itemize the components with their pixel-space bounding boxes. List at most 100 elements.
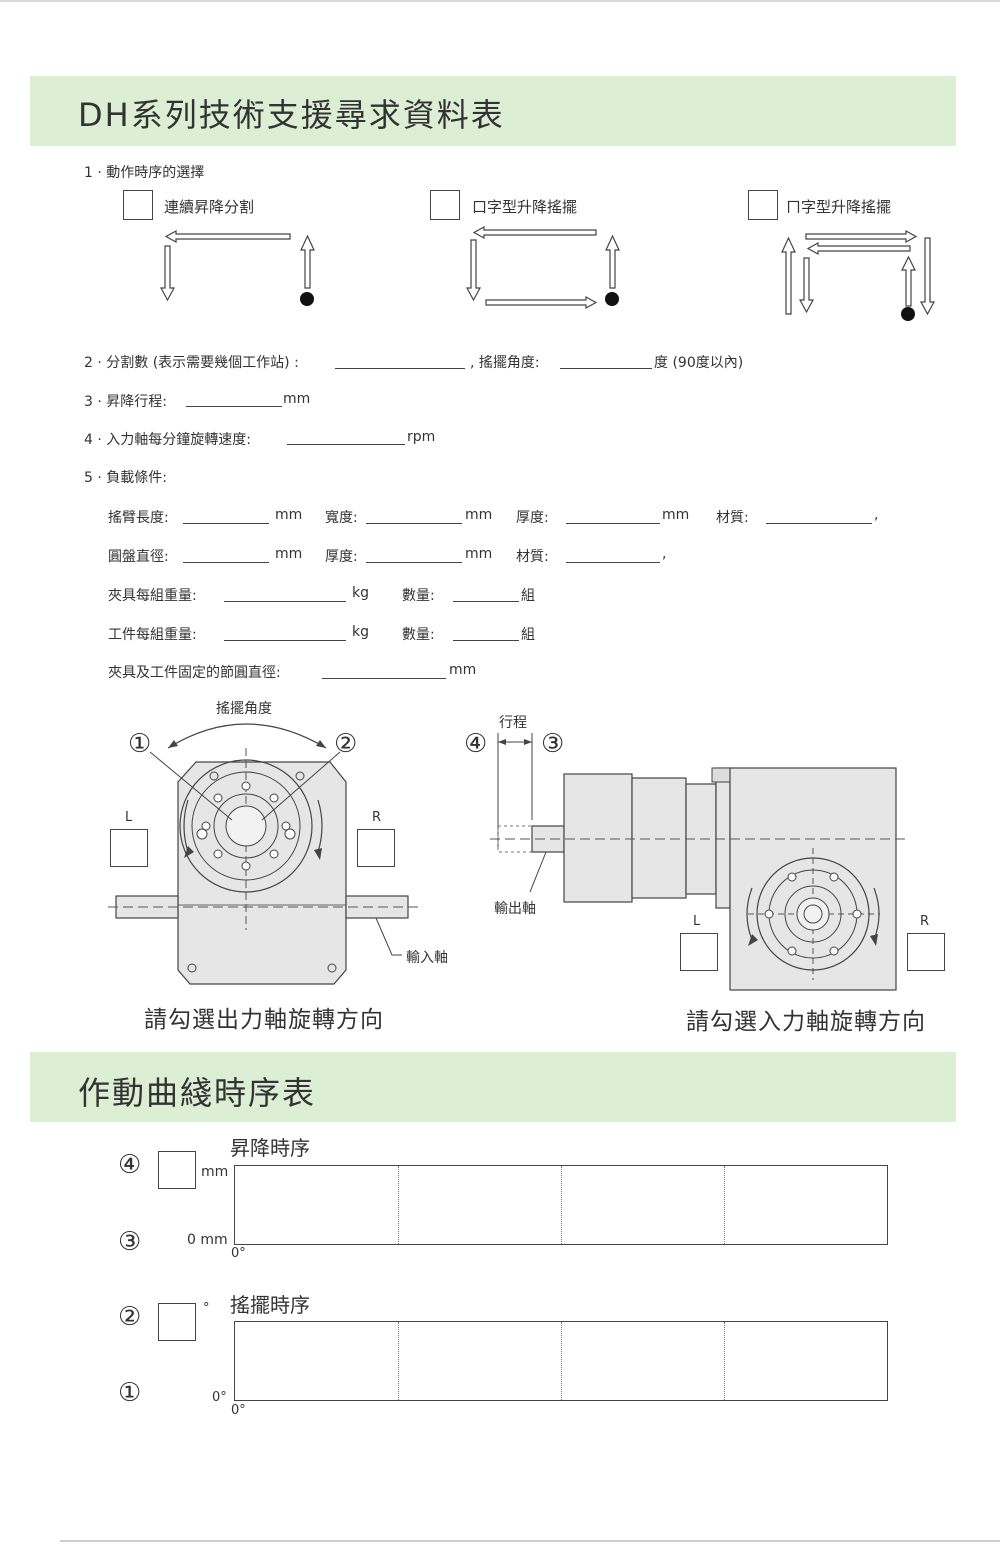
option2-checkbox[interactable] (430, 190, 460, 220)
unit-kg: kg (352, 624, 369, 640)
fixture-weight-field[interactable] (224, 601, 346, 602)
arm-length-field[interactable] (183, 523, 269, 524)
start-dot-icon (605, 292, 619, 306)
arrow-up-icon (901, 255, 916, 307)
fixture-qty-field[interactable] (453, 601, 519, 602)
swing-y-origin: 0° (212, 1390, 227, 1405)
grid-divider (561, 1322, 562, 1400)
left-diagram-caption: 請勾選出力軸旋轉方向 (144, 1007, 384, 1033)
disc-material-label: 材質: (516, 549, 549, 565)
input-rotation-L-checkbox[interactable] (680, 933, 718, 971)
fixture-qty-label: 數量: (402, 588, 435, 604)
lift-zero-mm: 0 mm (187, 1232, 228, 1248)
item1-heading: 1 · 動作時序的選擇 (84, 165, 205, 181)
grid-divider (724, 1322, 725, 1400)
comma: , (662, 546, 667, 562)
arrow-up-icon (605, 234, 620, 289)
right-L-label: L (693, 914, 701, 929)
motion-sequence-diagrams (159, 225, 936, 321)
unit-mm: mm (465, 507, 493, 523)
workpiece-qty-label: 數量: (402, 627, 435, 643)
arrow-left-icon (806, 241, 911, 256)
comma: , (874, 507, 879, 523)
swing-deg-unit: ° (203, 1301, 210, 1316)
grid-divider (561, 1166, 562, 1244)
lift-unit-mm: mm (201, 1164, 229, 1180)
section-header-support: DH系列技術支援尋求資料表 (30, 76, 956, 146)
arm-material-label: 材質: (716, 510, 749, 526)
arm-width-field[interactable] (366, 523, 462, 524)
grid-divider (398, 1322, 399, 1400)
fixture-weight-label: 夾具每組重量: (108, 588, 197, 604)
output-rotation-R-checkbox[interactable] (357, 829, 395, 867)
unit-mm: mm (662, 507, 690, 523)
left-R-label: R (372, 810, 382, 825)
option3-label: ㄇ字型升降搖擺 (786, 198, 892, 216)
lift-timing-chart[interactable] (234, 1165, 888, 1245)
arm-width-label: 寬度: (325, 510, 358, 526)
swing-angle-field[interactable] (560, 368, 652, 369)
arrow-right-icon (805, 229, 918, 244)
item4-label: 4 · 入力軸每分鐘旋轉速度: (84, 432, 251, 448)
input-rpm-field[interactable] (287, 444, 405, 445)
unit-mm: mm (465, 546, 493, 562)
lift-stroke-field[interactable] (186, 406, 282, 407)
section-header-timing: 作動曲綫時序表 (30, 1052, 956, 1122)
disc-material-field[interactable] (566, 562, 660, 563)
swing-timing-chart[interactable] (234, 1321, 888, 1401)
lift-chart-title: 昇降時序 (230, 1136, 310, 1160)
right-diagram-caption: 請勾選入力軸旋轉方向 (686, 1009, 926, 1035)
disc-thickness-field[interactable] (366, 562, 462, 563)
disc-diameter-label: 圓盤直徑: (108, 549, 169, 565)
arrow-left-icon (164, 229, 291, 244)
start-dot-icon (300, 292, 314, 306)
pitch-diameter-field[interactable] (322, 678, 446, 679)
lift-x-origin: 0° (231, 1246, 246, 1261)
stroke-caption: 行程 (499, 715, 527, 731)
marker-4: ④ (118, 1150, 142, 1180)
input-rotation-R-checkbox[interactable] (907, 933, 945, 971)
station-count-field[interactable] (335, 368, 465, 369)
arm-thickness-field[interactable] (566, 523, 660, 524)
disc-diameter-field[interactable] (183, 562, 269, 563)
marker-4: ④ (464, 729, 488, 759)
arrow-up-icon (781, 236, 796, 315)
option1-label: 連續昇降分割 (164, 198, 255, 216)
marker-3: ③ (118, 1227, 142, 1257)
disc-thickness-label: 厚度: (325, 549, 358, 565)
arrow-left-icon (472, 225, 597, 240)
option2-label: 口字型升降搖擺 (472, 198, 578, 216)
output-rotation-L-checkbox[interactable] (110, 829, 148, 867)
arrow-right-icon (485, 295, 598, 310)
option1-checkbox[interactable] (123, 190, 153, 220)
unit-mm: mm (449, 662, 477, 678)
arm-length-label: 搖臂長度: (108, 510, 169, 526)
swing-chart-title: 搖擺時序 (230, 1293, 310, 1317)
bottom-rule (60, 1540, 1000, 1542)
grid-divider (398, 1166, 399, 1244)
option3-checkbox[interactable] (748, 190, 778, 220)
marker-1: ① (118, 1378, 142, 1408)
item5-label: 5 · 負載條件: (84, 470, 167, 486)
arm-material-field[interactable] (766, 523, 872, 524)
item3-unit: mm (283, 391, 311, 407)
marker-2: ② (334, 729, 358, 759)
unit-mm: mm (275, 546, 303, 562)
unit-mm: mm (275, 507, 303, 523)
output-shaft-label: 輸出軸 (494, 901, 536, 917)
swing-x-origin: 0° (231, 1403, 246, 1418)
item2-label: 2 · 分割數 (表示需要幾個工作站) : (84, 355, 299, 371)
workpiece-weight-field[interactable] (224, 640, 346, 641)
top-rule (0, 0, 1000, 2)
unit-kg: kg (352, 585, 369, 601)
lift-stroke-checkbox[interactable] (158, 1151, 196, 1189)
swing-angle-caption: 搖擺角度 (216, 701, 272, 717)
arrow-down-icon (798, 257, 815, 314)
left-L-label: L (125, 810, 133, 825)
swing-angle-checkbox[interactable] (158, 1303, 196, 1341)
arrow-down-icon (919, 237, 936, 316)
arrow-up-icon (300, 234, 315, 289)
workpiece-qty-field[interactable] (453, 640, 519, 641)
item4-unit: rpm (407, 429, 436, 445)
marker-1: ① (128, 729, 152, 759)
